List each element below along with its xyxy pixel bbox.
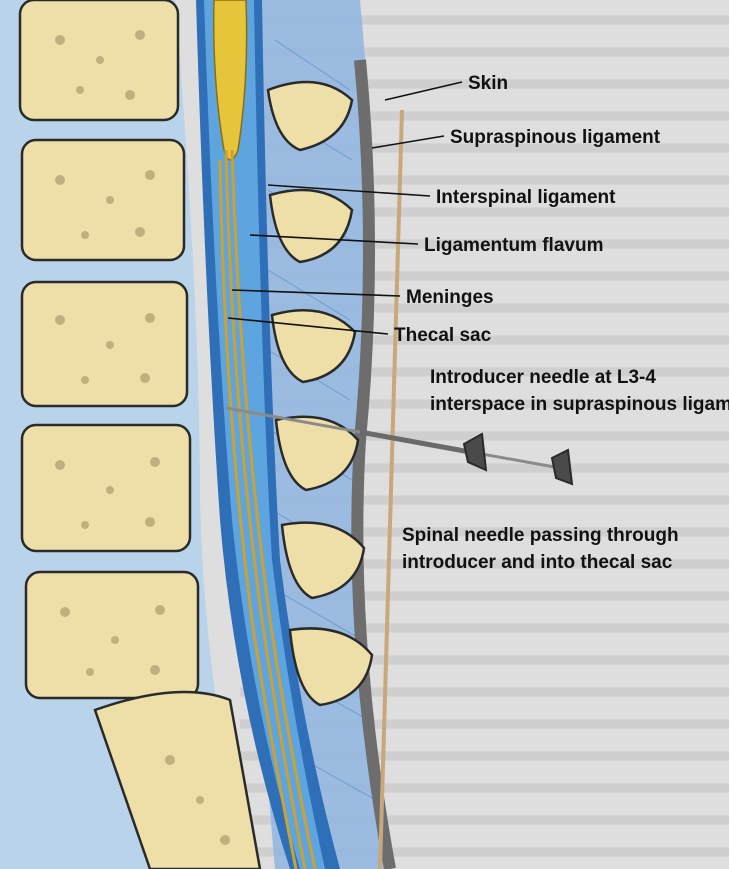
label-skin: Skin [468,70,508,97]
label-introducer-needle-line-2: interspace in supraspinous ligament [430,391,729,418]
label-ligamentum-flavum: Ligamentum flavum [424,232,603,259]
label-spinal-needle-line-1: Spinal needle passing through [402,522,679,549]
vertebra-5 [26,572,198,698]
label-introducer-needle-line-1: Introducer needle at L3-4 [430,364,729,391]
label-introducer-needle: Introducer needle at L3-4 interspace in … [430,364,729,418]
vertebra-2 [22,140,184,260]
label-interspinal-ligament: Interspinal ligament [436,184,615,211]
label-spinal-needle-line-2: introducer and into thecal sac [402,549,679,576]
label-spinal-needle: Spinal needle passing through introducer… [402,522,679,576]
label-thecal-sac: Thecal sac [394,322,491,349]
label-supraspinous-ligament: Supraspinous ligament [450,124,660,151]
vertebra-4 [22,425,190,551]
label-meninges: Meninges [406,284,494,311]
vertebra-3 [22,282,187,406]
